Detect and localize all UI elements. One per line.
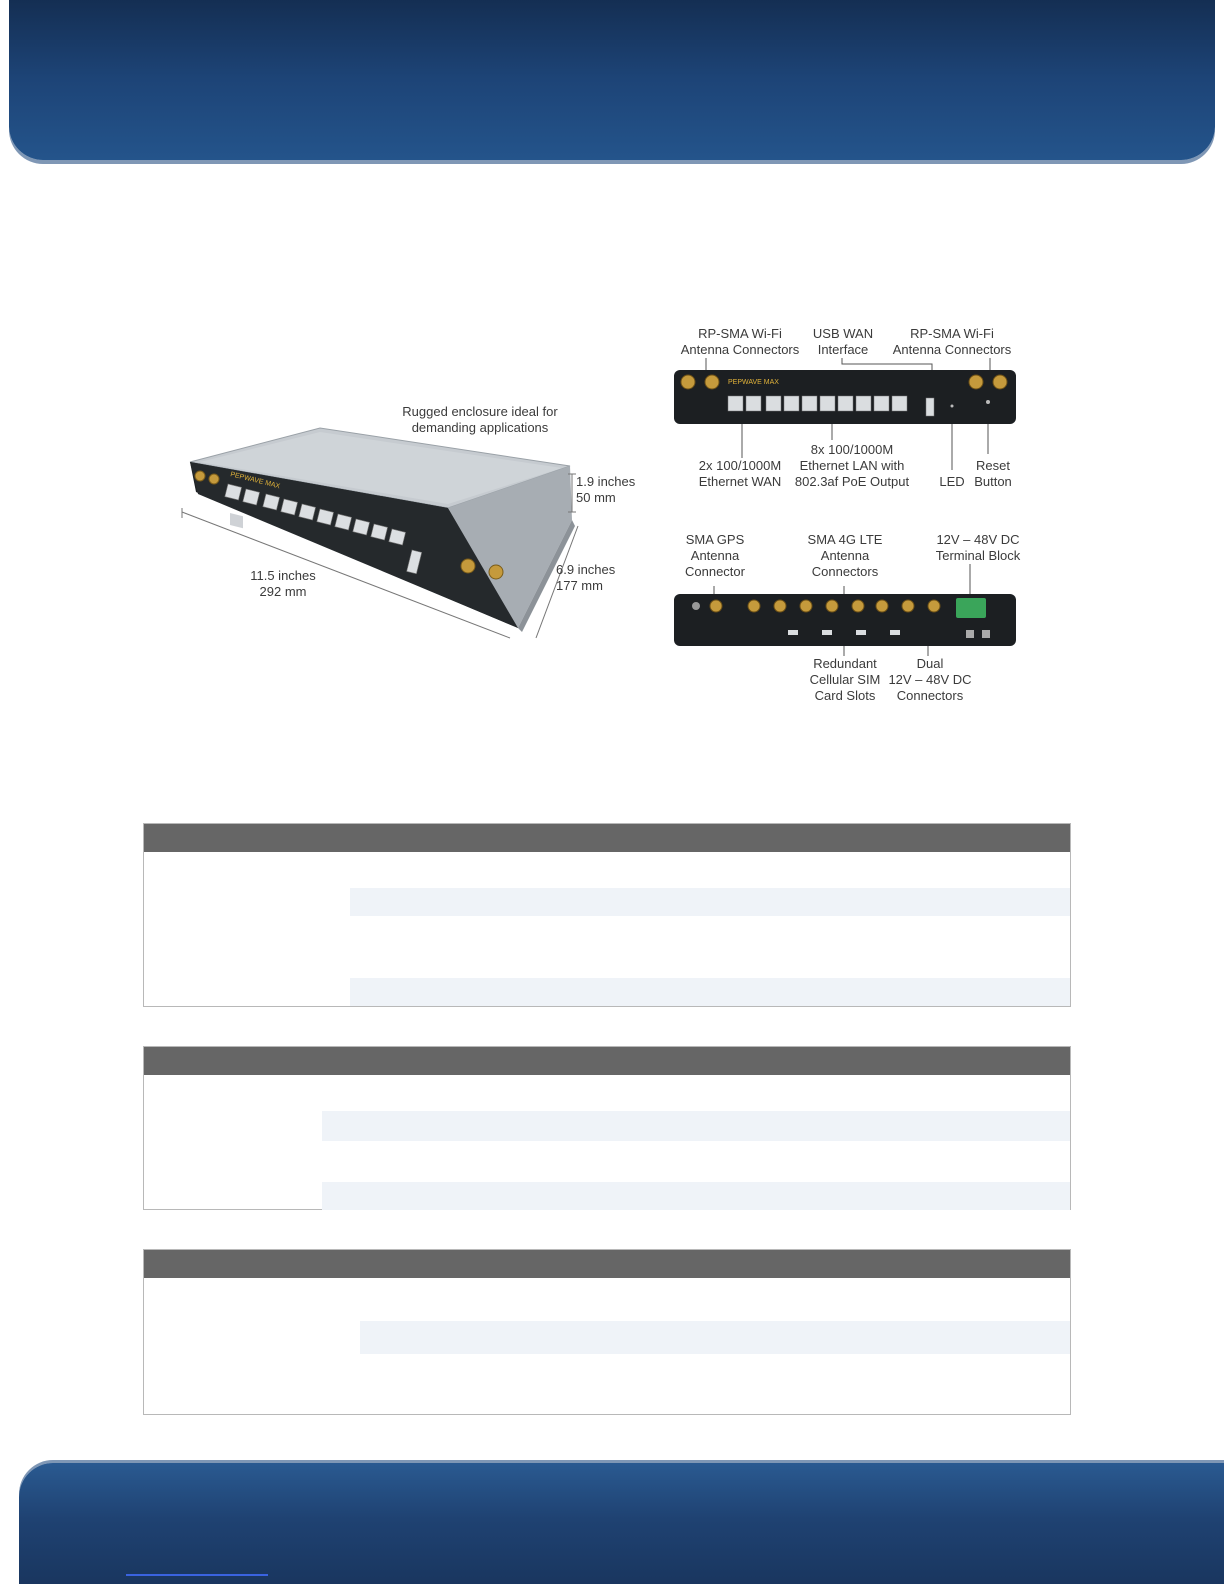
height-dimension-callout: 1.9 inches 50 mm (576, 474, 636, 505)
spec-table-3 (143, 1249, 1071, 1415)
lte-connectors-callout: SMA 4G LTE Antenna Connectors (807, 532, 883, 579)
enclosure-callout: Rugged enclosure ideal for demanding app… (402, 404, 558, 435)
depth-dimension-callout: 6.9 inches 177 mm (556, 562, 616, 593)
spec-table-1 (143, 823, 1071, 1007)
spec-table-2-row-stripe (322, 1111, 1070, 1141)
reset-button-callout: Reset Button (974, 458, 1012, 489)
spec-table-1-header (144, 824, 1070, 852)
usb-wan-callout: USB WAN Interface (812, 326, 874, 357)
spec-table-2-row-stripe (322, 1182, 1070, 1210)
dc-connectors-callout: Dual 12V – 48V DC Connectors (888, 656, 972, 703)
spec-table-3-row-stripe (360, 1321, 1070, 1354)
width-dimension-callout: 11.5 inches 292 mm (250, 568, 316, 599)
ethernet-wan-callout: 2x 100/1000M Ethernet WAN (698, 458, 782, 489)
led-callout: LED (939, 474, 965, 489)
wifi-left-callout: RP-SMA Wi-Fi Antenna Connectors (680, 326, 800, 357)
ethernet-lan-callout: 8x 100/1000M Ethernet LAN with 802.3af P… (794, 442, 910, 489)
terminal-block-callout: 12V – 48V DC Terminal Block (935, 532, 1021, 563)
spec-table-1-row-stripe (350, 888, 1070, 916)
wifi-right-callout: RP-SMA Wi-Fi Antenna Connectors (892, 326, 1012, 357)
router-isometric-illustration: PEPWAVE MAX (181, 427, 579, 639)
front-brand-label: PEPWAVE MAX (728, 379, 779, 386)
footer-link-underline[interactable] (126, 1574, 268, 1576)
product-panel-diagram: PEPWAVE MAX (670, 320, 1040, 720)
spec-table-2-header (144, 1047, 1070, 1075)
gps-connector-callout: SMA GPS Antenna Connector (685, 532, 745, 579)
spec-table-3-header (144, 1250, 1070, 1278)
footer-banner (19, 1463, 1224, 1584)
sim-slots-callout: Redundant Cellular SIM Card Slots (809, 656, 881, 703)
spec-table-2 (143, 1046, 1071, 1210)
spec-table-1-row-stripe (350, 978, 1070, 1006)
product-isometric-image: PEPWAVE MAX Rugged enclosure ideal for d… (170, 400, 650, 660)
header-banner (9, 0, 1215, 160)
router-panels-illustration: PEPWAVE MAX (674, 358, 1016, 656)
